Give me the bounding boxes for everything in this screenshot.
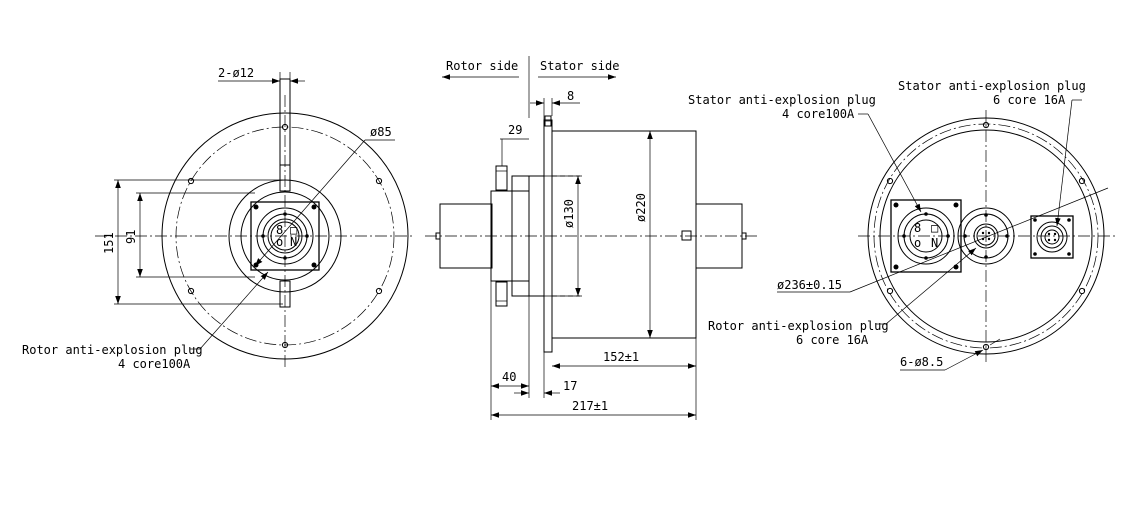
dim-2-phi12: 2-ø12 (218, 66, 254, 80)
pin-mark-4b: N (931, 236, 938, 250)
stator-plug-6-title: Stator anti-explosion plug (898, 79, 1086, 93)
stator-plug-6-spec: 6 core 16A (993, 93, 1066, 107)
stator-plug-6core (1030, 215, 1074, 259)
pin-mark-2b: □ (931, 221, 938, 235)
stator-plug-6core-callout: Stator anti-explosion plug 6 core 16A (898, 79, 1086, 227)
dim-40: 40 (490, 281, 530, 420)
dim-6-phi8-5: 6-ø8.5 (900, 355, 943, 369)
dim-2-holes-12: 2-ø12 (218, 66, 305, 84)
stator-side-label: Stator side (540, 59, 619, 73)
pin-mark-3: o (276, 235, 283, 249)
dim-152-label: 152±1 (603, 350, 639, 364)
dim-phi236-label: ø236±0.15 (777, 278, 842, 292)
stator-plug-4core-callout: Stator anti-explosion plug 4 core100A (688, 93, 922, 213)
stator-bolt-holes (886, 121, 1086, 351)
rotor-plug-6core-callout: Rotor anti-explosion plug 6 core 16A (708, 247, 977, 347)
rotor-plug-6-title: Rotor anti-explosion plug (708, 319, 889, 333)
dim-17: 17 (514, 352, 577, 398)
stator-plug-4core: 8 □ o N (890, 199, 962, 273)
dim-40-label: 40 (502, 370, 516, 384)
pin-mark-4: N (290, 235, 297, 249)
stator-plug-4-spec: 4 core100A (782, 107, 855, 121)
dim-29: 29 (500, 123, 529, 166)
pin-mark-2: □ (290, 223, 297, 237)
dim-17-label: 17 (563, 379, 577, 393)
dim-phi85-label: ø85 (370, 125, 392, 139)
dim-8-label: 8 (567, 89, 574, 103)
dim-217-label: 217±1 (572, 399, 608, 413)
dim-152: 152±1 (552, 338, 697, 372)
dim-29-label: 29 (508, 123, 522, 137)
dim-phi236: ø236±0.15 (777, 187, 1109, 293)
dim-217: 217±1 (491, 372, 697, 420)
dim-phi220-label: ø220 (634, 193, 648, 222)
pin-mark-1b: 8 (914, 221, 921, 235)
stator-end-view: 8 □ o N Stator anti-explosion plug 4 cor… (688, 79, 1118, 371)
dim-phi130: ø130 (529, 175, 582, 297)
flange-bolt-holes (187, 123, 383, 349)
dim-phi220: ø220 (634, 131, 653, 338)
rotor-side-label: Rotor side (446, 59, 518, 73)
dim-151: 151 (102, 179, 283, 305)
rotor-plug-title: Rotor anti-explosion plug (22, 343, 203, 357)
rotor-plug-spec: 4 core100A (118, 357, 191, 371)
center-plug (957, 207, 1015, 265)
rotor-plug-6-spec: 6 core 16A (796, 333, 869, 347)
dim-91-label: 91 (124, 230, 138, 244)
pin-mark-1: 8 (276, 223, 283, 237)
dim-phi130-label: ø130 (562, 199, 576, 228)
rotor-end-view: 8 □ o N 2-ø12 ø85 151 (22, 66, 412, 371)
stator-plug-4-title: Stator anti-explosion plug (688, 93, 876, 107)
dim-91: 91 (124, 192, 255, 278)
side-view: Rotor side Stator side (425, 56, 760, 420)
dim-151-label: 151 (102, 232, 116, 254)
dim-6-holes: 6-ø8.5 (900, 338, 1001, 371)
pin-mark-3b: o (914, 236, 921, 250)
rotor-plug-callout: Rotor anti-explosion plug 4 core100A (22, 271, 269, 371)
dim-8: 8 (530, 89, 580, 120)
dim-phi85: ø85 (254, 125, 395, 267)
